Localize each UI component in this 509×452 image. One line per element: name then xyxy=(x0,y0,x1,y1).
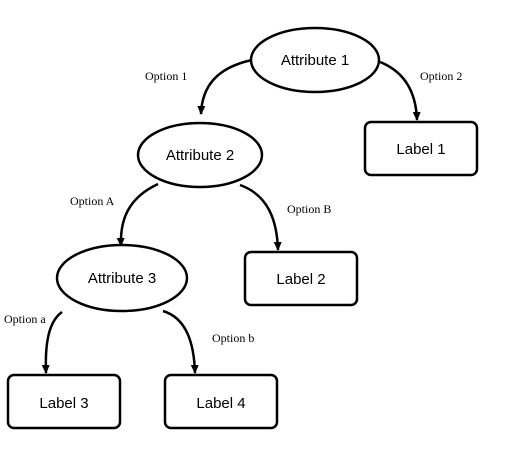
node-label2-label: Label 2 xyxy=(276,271,325,288)
node-label3: Label 3 xyxy=(6,373,122,430)
node-label3-label: Label 3 xyxy=(39,395,88,412)
edge-attribute3-to-label3 xyxy=(41,310,63,374)
node-label4-label: Label 4 xyxy=(196,395,245,412)
edge-attribute1-to-attribute2 xyxy=(197,58,253,115)
edge-label-optionA: Option A xyxy=(70,194,115,208)
node-label1: Label 1 xyxy=(363,120,479,177)
node-attribute3: Attribute 3 xyxy=(55,243,189,313)
edge-label-option1: Option 1 xyxy=(145,69,187,83)
node-attribute1: Attribute 1 xyxy=(249,26,381,94)
edge-attribute2-to-label2 xyxy=(239,183,282,251)
node-attribute2-label: Attribute 2 xyxy=(166,147,234,164)
node-attribute3-label: Attribute 3 xyxy=(88,270,156,287)
edge-attribute2-to-attribute3 xyxy=(116,182,159,247)
node-label1-label: Label 1 xyxy=(396,141,445,158)
edge-label-optionB: Option B xyxy=(287,202,331,216)
node-label4: Label 4 xyxy=(163,373,279,430)
node-attribute1-label: Attribute 1 xyxy=(281,52,349,69)
node-label2: Label 2 xyxy=(243,250,359,307)
node-attribute2: Attribute 2 xyxy=(136,121,264,189)
edge-label-option2: Option 2 xyxy=(420,69,462,83)
edge-label-optionb: Option b xyxy=(212,331,254,345)
edge-attribute3-to-label4 xyxy=(162,309,199,374)
edge-attribute1-to-label1 xyxy=(379,60,421,121)
edge-label-optiona: Option a xyxy=(4,312,46,326)
